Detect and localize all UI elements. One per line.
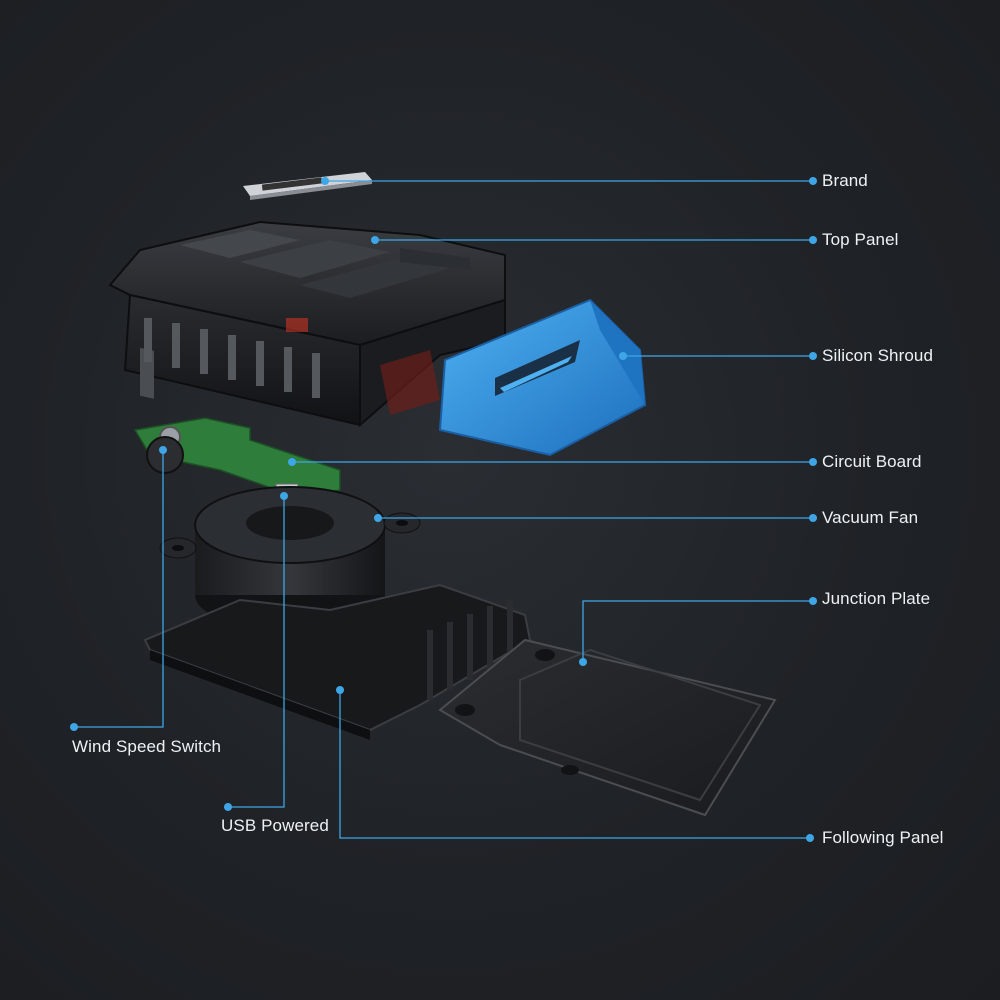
label-usb-powered: USB Powered bbox=[221, 816, 329, 835]
leader-lines bbox=[74, 180, 813, 839]
label-circuit-board: Circuit Board bbox=[822, 452, 922, 471]
label-brand: Brand bbox=[822, 171, 868, 190]
label-vacuum-fan: Vacuum Fan bbox=[822, 508, 919, 527]
following-panel bbox=[438, 638, 777, 817]
label-silicon-shroud: Silicon Shroud bbox=[822, 346, 934, 365]
brand-sticker bbox=[243, 172, 372, 200]
label-junction-plate: Junction Plate bbox=[822, 589, 931, 608]
silicon-shroud bbox=[438, 298, 647, 457]
label-wind-speed-switch: Wind Speed Switch bbox=[72, 737, 222, 756]
leader-dots bbox=[70, 177, 817, 842]
junction-plate-base bbox=[143, 583, 532, 740]
label-following-panel: Following Panel bbox=[822, 828, 944, 847]
top-panel-housing bbox=[108, 220, 506, 428]
circuit-board bbox=[133, 417, 341, 499]
label-top-panel: Top Panel bbox=[822, 230, 899, 249]
